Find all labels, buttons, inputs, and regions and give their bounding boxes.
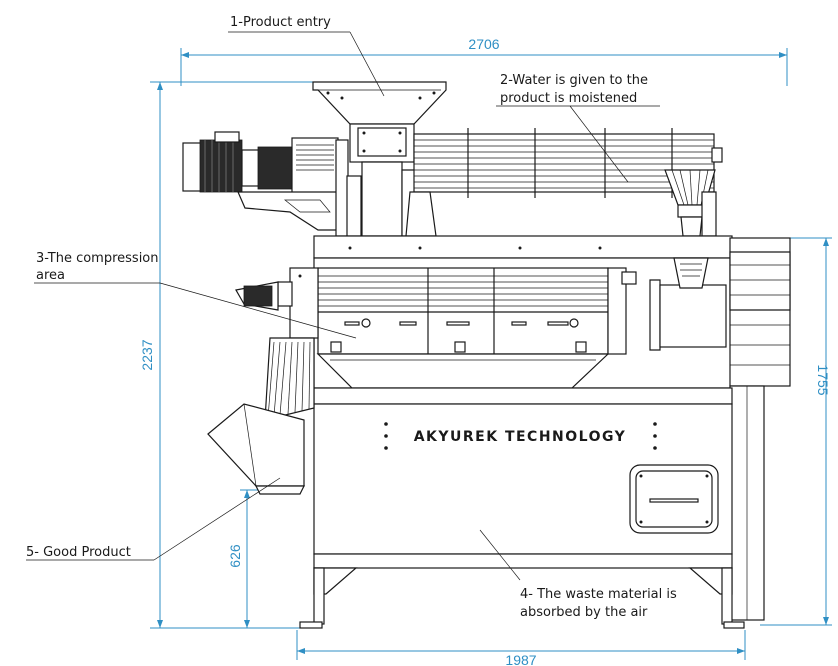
label-water-line1: 2-Water is given to the	[500, 73, 648, 88]
dimension-values: 2706 2237 626 1755 1987	[139, 36, 831, 666]
label-compression-line1: 3-The compression	[36, 251, 159, 266]
label-water-line2: product is moistened	[500, 91, 637, 106]
motor-assembly	[182, 131, 362, 237]
lower-cabinet: AKYUREK TECHNOLOGY	[299, 387, 745, 629]
main-body	[235, 235, 733, 389]
water-screw-conveyor	[405, 128, 723, 237]
label-good-product: 5- Good Product	[26, 545, 131, 560]
label-product-entry: 1-Product entry	[230, 15, 331, 30]
callout-leaders	[26, 31, 660, 581]
label-waste-line2: absorbed by the air	[520, 605, 648, 620]
dim-overall-width: 2706	[468, 36, 499, 52]
labels: 1-Product entry 2-Water is given to the …	[26, 15, 677, 620]
dim-base-width: 1987	[505, 652, 536, 666]
suction-fan	[729, 237, 791, 621]
dim-overall-height: 2237	[139, 339, 155, 370]
dimension-lines	[150, 48, 832, 660]
label-waste-line1: 4- The waste material is	[520, 587, 677, 602]
good-product-outlet	[207, 337, 315, 495]
dim-outlet-height: 626	[227, 544, 243, 568]
brand-name: AKYUREK TECHNOLOGY	[414, 429, 627, 445]
label-compression-line2: area	[36, 268, 65, 283]
dim-right-height: 1755	[815, 364, 831, 395]
